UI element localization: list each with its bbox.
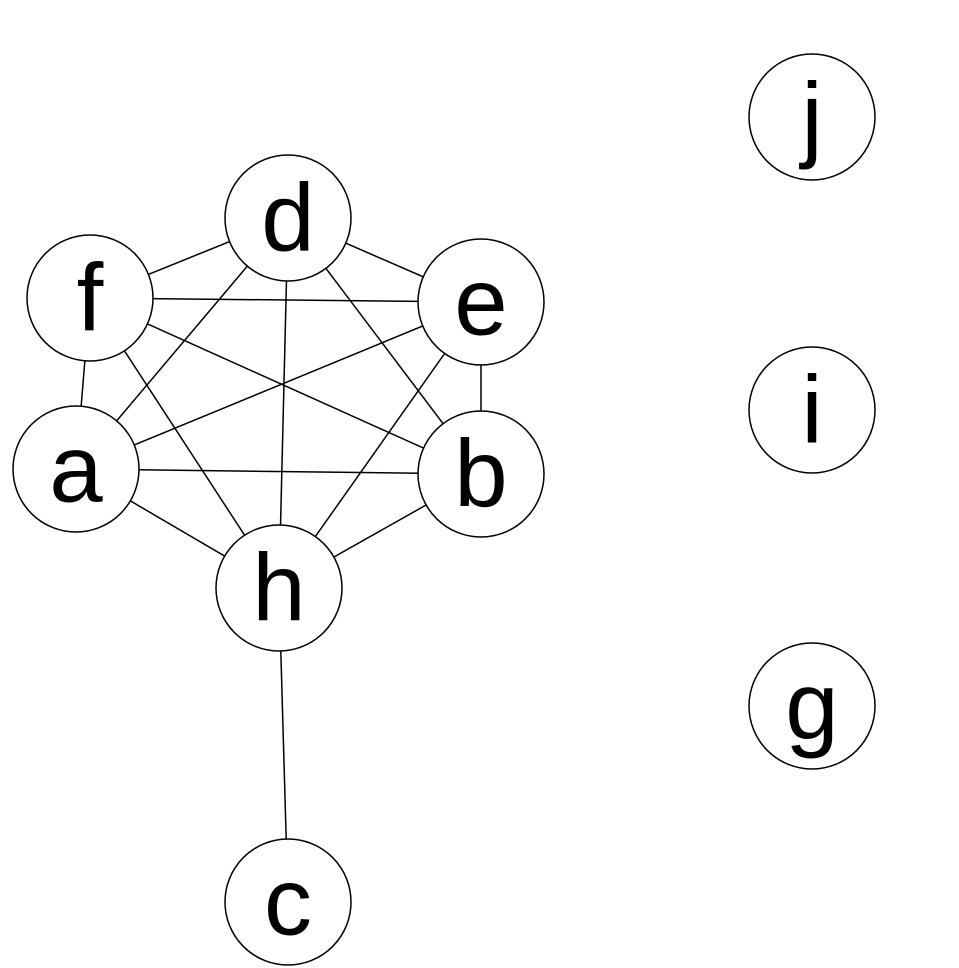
node-f-label: f: [77, 245, 104, 352]
node-a-circle: [12, 405, 140, 533]
node-b-circle: [417, 410, 545, 538]
node-h-circle: [215, 524, 343, 652]
node-g: g: [748, 642, 876, 770]
node-j-circle: [748, 53, 876, 181]
node-i: i: [748, 346, 876, 474]
node-g-circle: [748, 642, 876, 770]
node-i-label: i: [801, 357, 822, 464]
node-b-label: b: [454, 421, 507, 528]
node-d-label: d: [261, 165, 314, 272]
node-e-circle: [417, 238, 545, 366]
node-c-label: c: [264, 849, 312, 956]
node-b: b: [417, 410, 545, 538]
edge-f-b: [89, 297, 482, 475]
node-h: h: [215, 524, 343, 652]
node-f: f: [26, 234, 154, 362]
edge-e-a: [75, 301, 482, 470]
nodes-layer: a b c d e f g h i j: [12, 53, 876, 966]
node-h-label: h: [252, 535, 305, 642]
node-j: j: [748, 53, 876, 181]
node-i-circle: [748, 346, 876, 474]
node-d: d: [224, 154, 352, 282]
node-j-label: j: [798, 64, 822, 171]
node-c: c: [224, 838, 352, 966]
node-c-circle: [224, 838, 352, 966]
edge-a-b: [75, 468, 482, 475]
node-a: a: [12, 405, 140, 533]
node-e: e: [417, 238, 545, 366]
node-e-label: e: [454, 249, 507, 356]
node-g-label: g: [785, 653, 838, 760]
node-f-circle: [26, 234, 154, 362]
node-d-circle: [224, 154, 352, 282]
node-a-label: a: [49, 416, 103, 523]
